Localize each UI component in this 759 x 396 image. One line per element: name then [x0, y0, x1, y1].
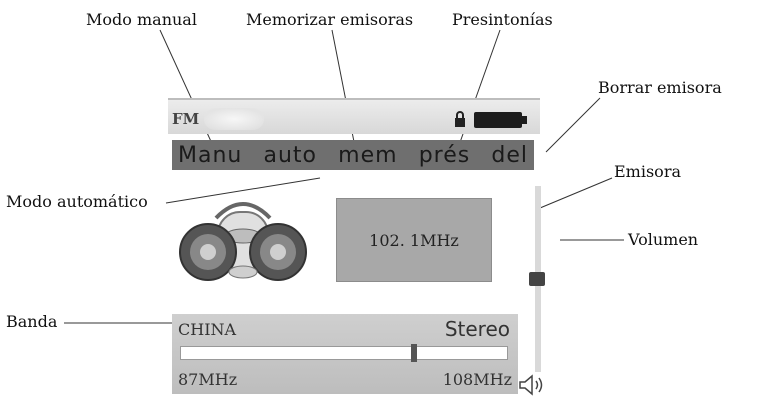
tuning-bar[interactable]: [180, 344, 508, 362]
frequency-display: 102. 1MHz: [336, 198, 492, 282]
status-bar: FM: [168, 98, 540, 134]
battery-icon: [474, 112, 527, 128]
callout-volumen: Volumen: [628, 230, 699, 249]
volume-slider-thumb[interactable]: [529, 272, 545, 286]
band-max-label: 108MHz: [442, 370, 512, 389]
boombox-icon: [179, 202, 307, 281]
menu-item-manual[interactable]: Manu: [178, 142, 243, 168]
callout-modo-automatico: Modo automático: [6, 192, 148, 211]
band-name: CHINA: [178, 320, 237, 339]
menu-item-pres[interactable]: prés: [418, 142, 471, 168]
band-panel: CHINA Stereo 87MHz 108MHz: [172, 314, 518, 394]
mode-label: FM: [172, 110, 200, 128]
mode-menu: Manu auto mem prés del: [172, 140, 534, 170]
band-min-label: 87MHz: [178, 370, 238, 389]
callout-presintonias: Presintonías: [452, 10, 553, 29]
lock-icon: [455, 111, 465, 127]
menu-item-auto[interactable]: auto: [263, 142, 318, 168]
status-glow: [204, 108, 264, 130]
tuning-indicator[interactable]: [411, 344, 417, 362]
audio-mode: Stereo: [444, 317, 510, 341]
frequency-value: 102. 1MHz: [369, 230, 459, 250]
leader-borrar: [545, 97, 601, 153]
callout-emisora: Emisora: [614, 162, 681, 181]
menu-item-mem[interactable]: mem: [338, 142, 398, 168]
callout-memorizar-emisoras: Memorizar emisoras: [246, 10, 414, 29]
callout-borrar-emisora: Borrar emisora: [598, 78, 722, 97]
leader-emisora: [539, 177, 613, 209]
callout-modo-manual: Modo manual: [86, 10, 197, 29]
callout-banda: Banda: [6, 312, 58, 331]
menu-item-del[interactable]: del: [491, 142, 528, 168]
radio-screen: FM Manu auto mem prés del 102. 1MHz C: [168, 92, 545, 396]
